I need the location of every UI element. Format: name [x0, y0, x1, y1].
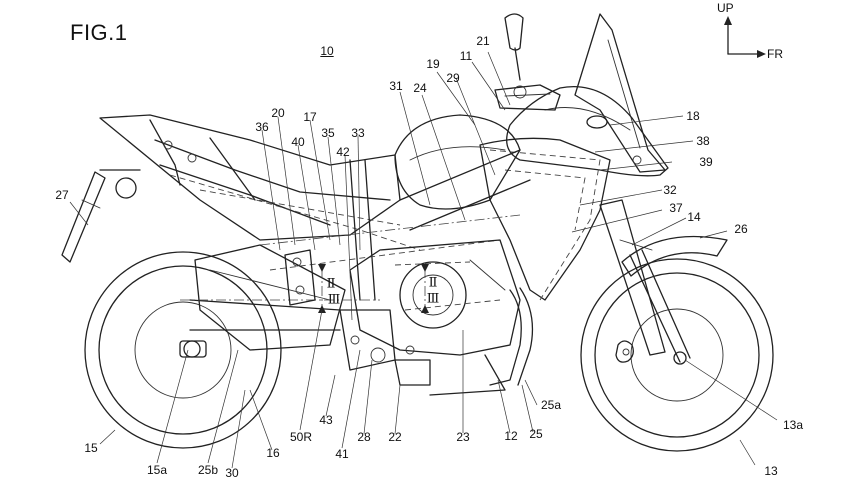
ref-numeral: 24: [413, 81, 427, 95]
ref-numeral: 26: [734, 222, 748, 236]
ref-numeral: 32: [663, 183, 677, 197]
linkage-brackets: [284, 249, 431, 386]
ref-numeral: 38: [696, 134, 710, 148]
ref-numeral: 43: [319, 413, 333, 427]
ref-numeral: 29: [446, 71, 460, 85]
rear-wheel: [84, 251, 282, 449]
ref-numeral: 15: [84, 441, 98, 455]
ref-numeral: 13: [764, 464, 778, 478]
ref-numeral: 22: [388, 430, 402, 444]
orientation-arrows: [724, 16, 766, 58]
ref-numeral: 21: [476, 34, 490, 48]
section-marker-iii-right: Ⅲ: [426, 291, 440, 307]
section-marker-iii-left: Ⅲ: [327, 292, 341, 308]
engine: [349, 239, 521, 356]
ref-numeral: 25b: [197, 463, 219, 477]
ref-numeral: 35: [321, 126, 335, 140]
leader-lines: [69, 51, 778, 469]
muffler-swingarm: [180, 244, 380, 351]
ref-numeral: 50R: [289, 430, 313, 444]
figure-title: FIG.1: [70, 20, 128, 45]
ref-numeral: 19: [426, 57, 440, 71]
ref-numeral: 36: [255, 120, 269, 134]
ref-numeral: 13a: [782, 418, 804, 432]
ref-numeral: 20: [271, 106, 285, 120]
ref-numeral: 30: [225, 466, 239, 480]
section-marker-ii-right: Ⅱ: [428, 275, 438, 291]
ref-numeral: 11: [459, 49, 473, 63]
section-lines: [318, 264, 429, 313]
orientation-up-label: UP: [717, 1, 734, 15]
ref-numeral: 15a: [146, 463, 168, 477]
ref-numeral: 17: [303, 110, 317, 124]
ref-numeral: 41: [335, 447, 349, 461]
seat-rear-subframe: [99, 114, 421, 251]
ref-numeral: 31: [389, 79, 403, 93]
ref-numeral: 42: [336, 145, 350, 159]
section-marker-ii-left: Ⅱ: [326, 276, 336, 292]
ref-numeral: 27: [55, 188, 69, 202]
front-wheel: [580, 258, 774, 452]
front-fairing: [479, 13, 669, 301]
main-frame: [259, 149, 531, 301]
ref-numeral: 23: [456, 430, 470, 444]
ref-numeral: 33: [351, 126, 365, 140]
ref-numeral: 25a: [540, 398, 562, 412]
tail-plate: [61, 169, 141, 263]
ref-numeral: 40: [291, 135, 305, 149]
exhaust-pipe: [429, 287, 534, 396]
ref-numeral: 12: [504, 429, 518, 443]
ref-10-vehicle: 10: [320, 44, 334, 58]
ref-numeral: 18: [686, 109, 700, 123]
handlebar-mirror: [494, 13, 561, 111]
ref-numeral: 14: [687, 210, 701, 224]
ref-numeral: 16: [266, 446, 280, 460]
front-fork: [599, 199, 691, 363]
ref-numeral: 37: [669, 201, 683, 215]
ref-numeral: 25: [529, 427, 543, 441]
ref-numeral: 39: [699, 155, 713, 169]
orientation-front-label: FR: [767, 47, 783, 61]
front-fender: [621, 235, 728, 277]
ref-numeral: 28: [357, 430, 371, 444]
